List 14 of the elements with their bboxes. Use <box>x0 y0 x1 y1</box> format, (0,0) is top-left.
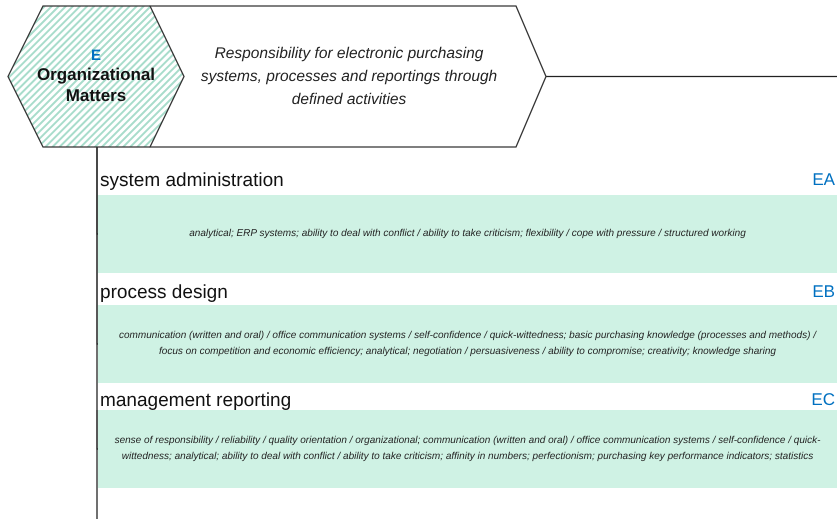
section-code: EB <box>812 282 835 302</box>
section-code: EA <box>812 170 835 190</box>
connector-line <box>546 76 837 78</box>
section-title: process design <box>100 282 228 304</box>
description-text: Responsibility for electronic purchasing systems, processes and reportings through defined activities <box>200 44 498 110</box>
skill-list: analytical; ERP systems; ability to deal with conflict / ability to take criticism; flexibility / cope with pressure / structured working <box>181 226 754 242</box>
skill-list: communication (written and oral) / office communication systems / self-confidence / quick-wittedness; basic purchasing knowledge (processes and methods) / focus on competition and economic efficiency; analytical; negotiation / persuasiveness / ability to compromise; creativity; knowledge sharing <box>98 328 837 360</box>
skill-list: sense of responsibility / reliability / quality orientation / organizational; communication (written and oral) / office communication systems / self-confidence / quick-wittedness; analytical; ability to deal with conflict / ability to take criticism; affinity in numbers; perfectionism; purchasing key performance indicators; statistics <box>98 433 837 465</box>
section-title: system administration <box>100 170 284 192</box>
section-code: EC <box>811 390 835 410</box>
category-code: E <box>90 46 101 64</box>
category-title: Organizational Matters <box>36 64 156 106</box>
section-title: management reporting <box>100 390 292 412</box>
connector-line <box>96 147 99 450</box>
